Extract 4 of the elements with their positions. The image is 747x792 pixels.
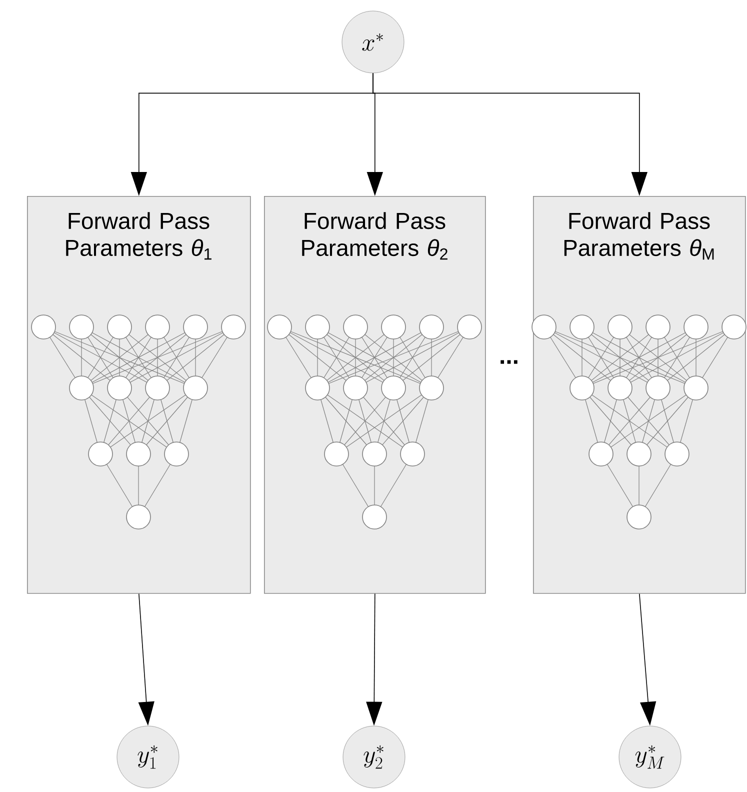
- panel-box: Forward Pass Parameters θ$_{1}$: [27, 196, 251, 594]
- ellipsis-label: ...: [500, 360, 518, 364]
- panel-box: Forward Pass Parameters θ$_{2}$: [264, 196, 486, 594]
- panel-box: Forward Pass Parameters θ$_{M}$: [533, 196, 746, 594]
